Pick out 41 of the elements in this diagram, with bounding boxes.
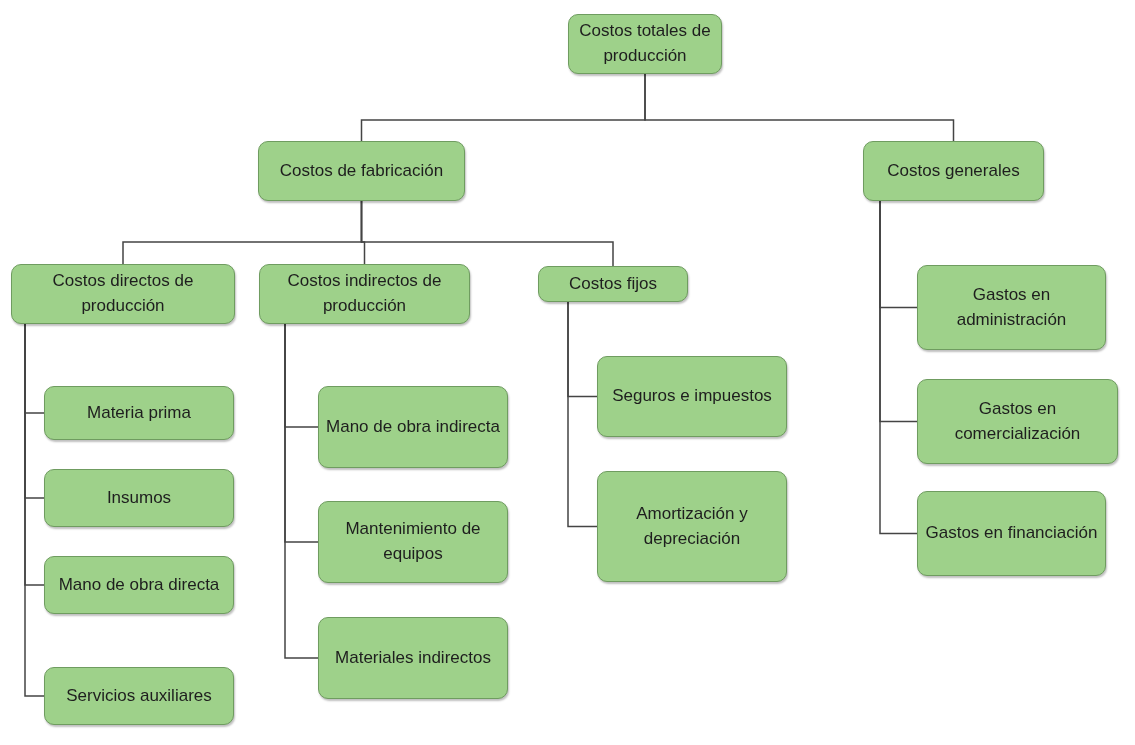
connector-line <box>644 73 955 142</box>
category-box <box>597 356 787 437</box>
box-label: Insumos <box>106 486 172 509</box>
category-box <box>917 491 1106 576</box>
box-label: Materiales indirectos <box>335 646 491 669</box>
box-label: Seguros e impuestos <box>612 385 772 408</box>
category-box <box>318 617 508 699</box>
connector-line <box>284 323 319 659</box>
category-box <box>259 264 470 324</box>
connector-line <box>360 200 614 267</box>
category-box <box>917 265 1106 350</box>
category-box <box>44 469 234 527</box>
box-label: Costos totales de producción <box>578 20 712 67</box>
box-label: Servicios auxiliares <box>66 684 212 707</box>
box-label: Mantenimiento de equipos <box>344 518 482 565</box>
connector-line <box>567 301 598 528</box>
category-box <box>318 501 508 583</box>
box-label: Costos indirectos de producción <box>286 270 443 317</box>
category-box <box>917 379 1118 464</box>
box-label: Mano de obra directa <box>58 573 220 596</box>
category-box <box>597 471 787 582</box>
category-box <box>44 386 234 440</box>
box-label: Costos fijos <box>569 272 657 295</box>
category-box <box>318 386 508 468</box>
category-box <box>44 556 234 614</box>
category-box <box>11 264 235 324</box>
box-label: Mano de obra indirecta <box>326 415 500 438</box>
box-label: Materia prima <box>87 401 191 424</box>
category-box <box>538 266 688 302</box>
box-label: Amortización y depreciación <box>635 502 749 550</box>
box-label: Costos generales <box>887 159 1020 182</box>
category-box <box>568 14 722 74</box>
category-box <box>258 141 465 201</box>
box-label: Gastos en administración <box>955 283 1068 331</box>
connector-line <box>879 200 918 535</box>
category-box <box>863 141 1044 201</box>
box-label: Costos de fabricación <box>279 159 444 182</box>
box-label: Gastos en financiación <box>925 522 1098 545</box>
box-label: Costos directos de producción <box>51 270 195 317</box>
box-label: Gastos en comercialización <box>953 397 1082 445</box>
category-box <box>44 667 234 725</box>
